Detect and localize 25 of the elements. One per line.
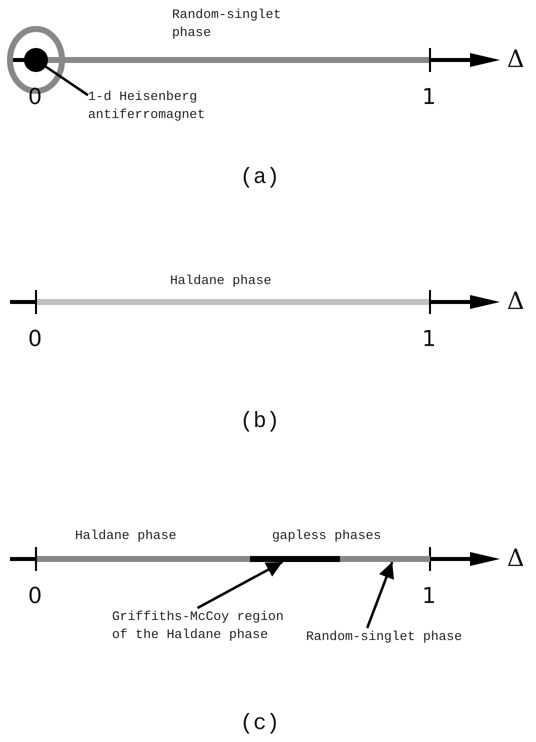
- phase-bar: [250, 556, 340, 562]
- tick-label: 0: [28, 585, 42, 609]
- point-marker: [24, 48, 48, 72]
- tick-label: 0: [28, 86, 42, 110]
- tick-label: 1: [422, 86, 436, 110]
- tick-label: 1: [422, 585, 436, 609]
- panel-label: (b): [240, 410, 280, 434]
- leader-line: [45, 66, 89, 96]
- phase-label: Haldane phase: [170, 272, 272, 290]
- panel-label: (c): [240, 712, 280, 736]
- phase-label: Random-singlet phase: [172, 6, 282, 42]
- tick-label: 0: [28, 328, 42, 352]
- annotation-text: Random-singlet phase: [306, 628, 464, 646]
- tick-label: 1: [422, 328, 436, 352]
- annotation-text: Griffiths-McCoy region of the Haldane phase: [112, 608, 285, 644]
- axis-label: Δ: [507, 46, 524, 72]
- axis-label: Δ: [507, 288, 524, 314]
- leader-line: [196, 560, 283, 610]
- phase-label: Haldane phase: [75, 527, 176, 545]
- leader-line: [366, 562, 394, 628]
- phase-bar: [340, 556, 430, 562]
- axis-label: Δ: [507, 545, 524, 571]
- annotation-text: 1-d Heisenberg antiferromagnet: [88, 88, 206, 124]
- panel-label: (a): [240, 166, 280, 190]
- phase-label: gapless phases: [272, 527, 382, 545]
